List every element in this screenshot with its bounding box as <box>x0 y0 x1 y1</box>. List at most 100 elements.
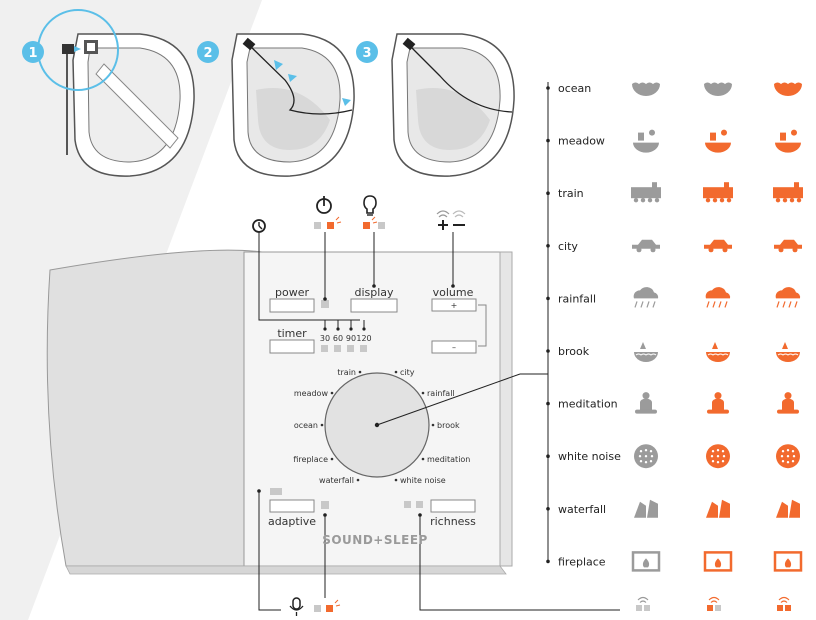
brook-icon <box>634 342 658 362</box>
sound-list: ocean meadow train city rainfall brook meditat… <box>546 82 803 572</box>
wifi-icon <box>707 596 721 611</box>
ocean-icon <box>704 82 732 96</box>
timer-preset-label: 30 <box>320 334 330 343</box>
meadow-icon <box>633 129 659 153</box>
microphone-icon <box>289 597 304 616</box>
brand-logo: SOUND+SLEEP <box>322 533 428 547</box>
meditation-icon <box>707 392 729 414</box>
sound-row-brook: brook <box>546 342 800 362</box>
fireplace-icon <box>631 551 661 572</box>
adaptive-button-label: adaptive <box>268 515 316 528</box>
device-side-right <box>499 251 513 567</box>
white-noise-icon <box>706 444 730 469</box>
sound-row-rainfall: rainfall <box>546 287 801 308</box>
city-icon <box>774 239 802 253</box>
sound-row-city: city <box>546 239 802 253</box>
dial-label-meadow: meadow <box>294 389 329 398</box>
timer-preset-label: 60 <box>333 334 343 343</box>
rainfall-icon <box>633 287 659 308</box>
brook-icon <box>706 342 730 362</box>
power-button[interactable] <box>269 298 315 313</box>
wifi-icon <box>636 596 650 611</box>
volume-down-button[interactable] <box>431 340 477 354</box>
timer-button[interactable] <box>269 339 315 354</box>
led-indicator <box>363 222 370 229</box>
sound-row-waterfall: waterfall <box>546 499 800 518</box>
sound-label: white noise <box>558 450 621 463</box>
rainfall-icon <box>705 287 731 308</box>
sound-label: city <box>558 240 578 253</box>
train-icon <box>631 182 661 203</box>
waterfall-icon <box>706 499 730 518</box>
fireplace-icon <box>703 551 733 572</box>
rainfall-icon <box>775 287 801 308</box>
sound-label: train <box>558 187 584 200</box>
sound-label: meadow <box>558 135 605 148</box>
city-icon <box>632 239 660 253</box>
sound-label: rainfall <box>558 292 596 305</box>
richness-led <box>416 501 423 508</box>
dial-label-rainfall: rainfall <box>427 389 455 398</box>
step-badge <box>197 41 219 63</box>
ocean-icon <box>774 82 802 96</box>
richness-button[interactable] <box>430 499 476 513</box>
timer-led <box>347 345 354 352</box>
timer-button-label: timer <box>277 327 307 340</box>
step-3-illustration <box>391 33 515 177</box>
adaptive-indicator <box>321 501 329 509</box>
clock-icon <box>252 219 266 233</box>
waterfall-icon <box>776 499 800 518</box>
train-icon <box>703 182 733 203</box>
richness-led <box>404 501 411 508</box>
led-indicator <box>314 222 321 229</box>
sound-label: ocean <box>558 82 591 95</box>
dial-label-waterfall: waterfall <box>319 476 354 485</box>
timer-presets: 30 60 90 120 <box>320 320 372 352</box>
display-button[interactable] <box>350 298 398 313</box>
dial-label-meditation: meditation <box>427 455 470 464</box>
sound-label: meditation <box>558 398 618 411</box>
lightbulb-icon <box>363 195 377 216</box>
step-number: 3 <box>362 46 371 61</box>
dial-label-brook: brook <box>437 421 460 430</box>
meditation-icon <box>635 392 657 414</box>
fireplace-icon <box>773 551 803 572</box>
richness-button-label: richness <box>430 515 476 528</box>
wifi-icon <box>777 596 791 611</box>
dial-label-ocean: ocean <box>294 421 318 430</box>
power-icon <box>316 196 332 214</box>
step-badge <box>356 41 378 63</box>
sound-row-fireplace: fireplace <box>546 551 803 572</box>
timer-led <box>321 345 328 352</box>
ocean-icon <box>632 82 660 96</box>
white-noise-icon <box>634 444 658 469</box>
timer-led <box>334 345 341 352</box>
adaptive-button[interactable] <box>269 499 315 513</box>
volume-icon <box>436 210 466 230</box>
meadow-icon <box>775 129 801 153</box>
dial-label-fireplace: fireplace <box>293 455 328 464</box>
led-indicator <box>327 222 334 229</box>
display-button-label: display <box>354 286 394 299</box>
led-indicator <box>326 605 333 612</box>
led-indicator <box>314 605 321 612</box>
sound-row-meditation: meditation <box>546 392 799 414</box>
timer-preset-label: 90 <box>346 334 356 343</box>
step-1-illustration <box>37 9 195 177</box>
train-icon <box>773 182 803 203</box>
dial-labels: train city meadow rainfall ocean brook f… <box>293 368 470 485</box>
volume-up-button[interactable] <box>431 298 477 312</box>
sound-label: brook <box>558 345 590 358</box>
sound-row-ocean: ocean <box>546 82 802 96</box>
dial-label-white-noise: white noise <box>400 476 446 485</box>
volume-down-symbol: – <box>452 343 456 352</box>
step-2-illustration <box>231 33 355 177</box>
brook-icon <box>776 342 800 362</box>
volume-up-symbol: + <box>451 301 458 310</box>
device-base <box>65 565 507 575</box>
dial-label-train: train <box>337 368 356 377</box>
step-badge <box>22 41 44 63</box>
meditation-icon <box>777 392 799 414</box>
dial-label-city: city <box>400 368 415 377</box>
waterfall-icon <box>634 499 658 518</box>
